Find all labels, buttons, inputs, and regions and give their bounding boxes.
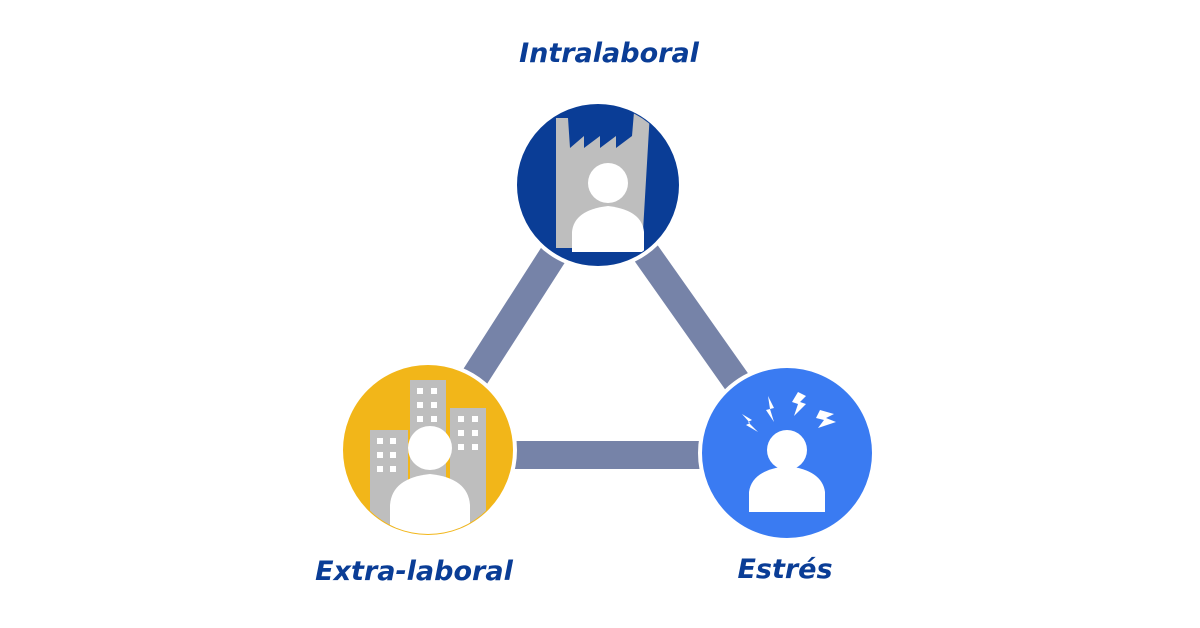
label-extralaboral: Extra-laboral (315, 556, 513, 587)
lightning-bolts-icon (742, 392, 836, 432)
city-person-icon (370, 380, 486, 534)
node-intralaboral (513, 100, 683, 270)
factory-worker-icon (556, 112, 650, 252)
stressed-person-icon (742, 392, 836, 512)
node-extralaboral (339, 361, 517, 539)
label-intralaboral: Intralaboral (519, 38, 699, 69)
node-estres (698, 364, 876, 542)
label-estres: Estrés (737, 554, 833, 585)
